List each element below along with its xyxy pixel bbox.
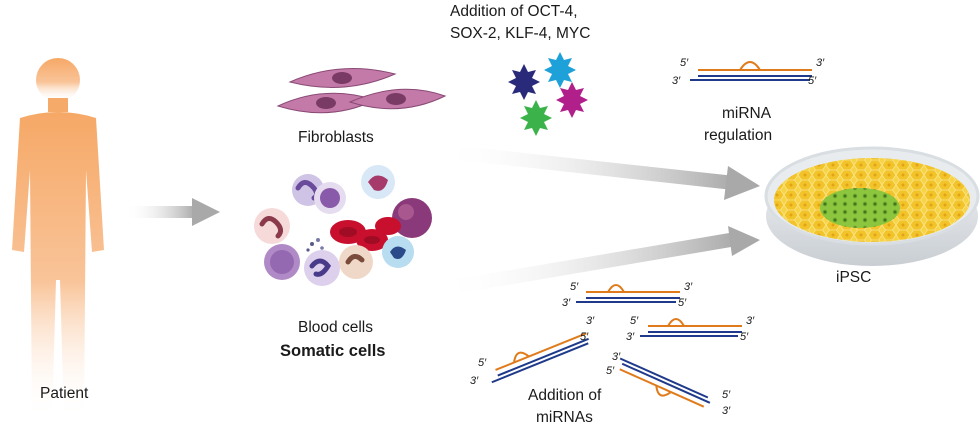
petri-dish <box>764 146 980 266</box>
strand-3prime-label: 3′ <box>746 315 755 327</box>
strand-3prime-label: 3′ <box>816 57 825 69</box>
mirna-strand-regulation <box>690 61 812 81</box>
white-blood-cell <box>304 250 340 286</box>
white-blood-cell <box>254 208 290 244</box>
strand-3prime-label: 3′ <box>562 297 571 309</box>
strand-3prime-label: 3′ <box>470 375 479 387</box>
patient-silhouette <box>12 58 104 420</box>
white-blood-cell <box>314 182 346 214</box>
strand-5prime-label: 5′ <box>478 357 487 369</box>
strand-3prime-label: 3′ <box>672 75 681 87</box>
mirna-regulation-label-line2: regulation <box>704 127 772 144</box>
patient-label: Patient <box>40 385 89 402</box>
strand-5prime-label: 5′ <box>740 331 749 343</box>
blood-cells-label: Blood cells <box>298 319 373 336</box>
white-blood-cell <box>264 244 300 280</box>
strand-5prime-label: 5′ <box>808 75 817 87</box>
strand-5prime-label: 5′ <box>722 389 731 401</box>
add-mirna-label-line1: Addition of <box>528 387 602 404</box>
arrow-blood-to-ipsc <box>440 226 760 296</box>
mirna-strand <box>619 357 711 408</box>
white-blood-cell <box>392 198 432 238</box>
fibroblast-cell <box>348 88 447 110</box>
strand-3prime-label: 3′ <box>586 315 595 327</box>
somatic-cells-label: Somatic cells <box>280 342 385 360</box>
white-blood-cell <box>339 245 373 279</box>
fibroblast-cell <box>288 68 397 88</box>
red-blood-cell <box>356 229 388 251</box>
strand-5prime-label: 5′ <box>606 365 615 377</box>
arrow-patient-to-cells <box>125 198 220 226</box>
red-blood-cell <box>375 217 401 235</box>
strand-3prime-label: 3′ <box>722 405 731 417</box>
fibroblasts-label: Fibroblasts <box>298 129 374 146</box>
factor-burst-magenta <box>556 82 588 118</box>
mirna-strand <box>491 332 589 384</box>
mirna-strand <box>640 318 742 337</box>
white-blood-cell <box>361 165 395 199</box>
mirna-regulation-label-line1: miRNA <box>722 105 772 122</box>
blood-cells-illustration <box>254 165 432 286</box>
strand-5prime-label: 5′ <box>580 331 589 343</box>
strand-5prime-label: 5′ <box>678 297 687 309</box>
ipsc-colony <box>820 188 900 228</box>
strand-3prime-label: 3′ <box>612 351 621 363</box>
factor-burst-green <box>520 100 552 136</box>
mirna-strand <box>576 284 680 303</box>
fibroblasts-illustration <box>276 68 447 114</box>
add-mirna-label-line2: miRNAs <box>536 409 593 426</box>
strand-5prime-label: 5′ <box>630 315 639 327</box>
white-blood-cell <box>382 236 414 268</box>
factors-label-line2: SOX-2, KLF-4, MYC <box>450 25 590 42</box>
ipsc-label: iPSC <box>836 269 871 286</box>
arrow-fibroblasts-to-ipsc <box>440 144 760 200</box>
strand-5prime-label: 5′ <box>680 57 689 69</box>
factors-label-line1: Addition of OCT-4, <box>450 3 578 20</box>
strand-5prime-label: 5′ <box>570 281 579 293</box>
factor-burst-cyan <box>544 52 576 88</box>
strand-3prime-label: 3′ <box>626 331 635 343</box>
factor-burst-navy <box>508 64 540 100</box>
transcription-factors-illustration <box>508 52 588 136</box>
strand-3prime-label: 3′ <box>684 281 693 293</box>
